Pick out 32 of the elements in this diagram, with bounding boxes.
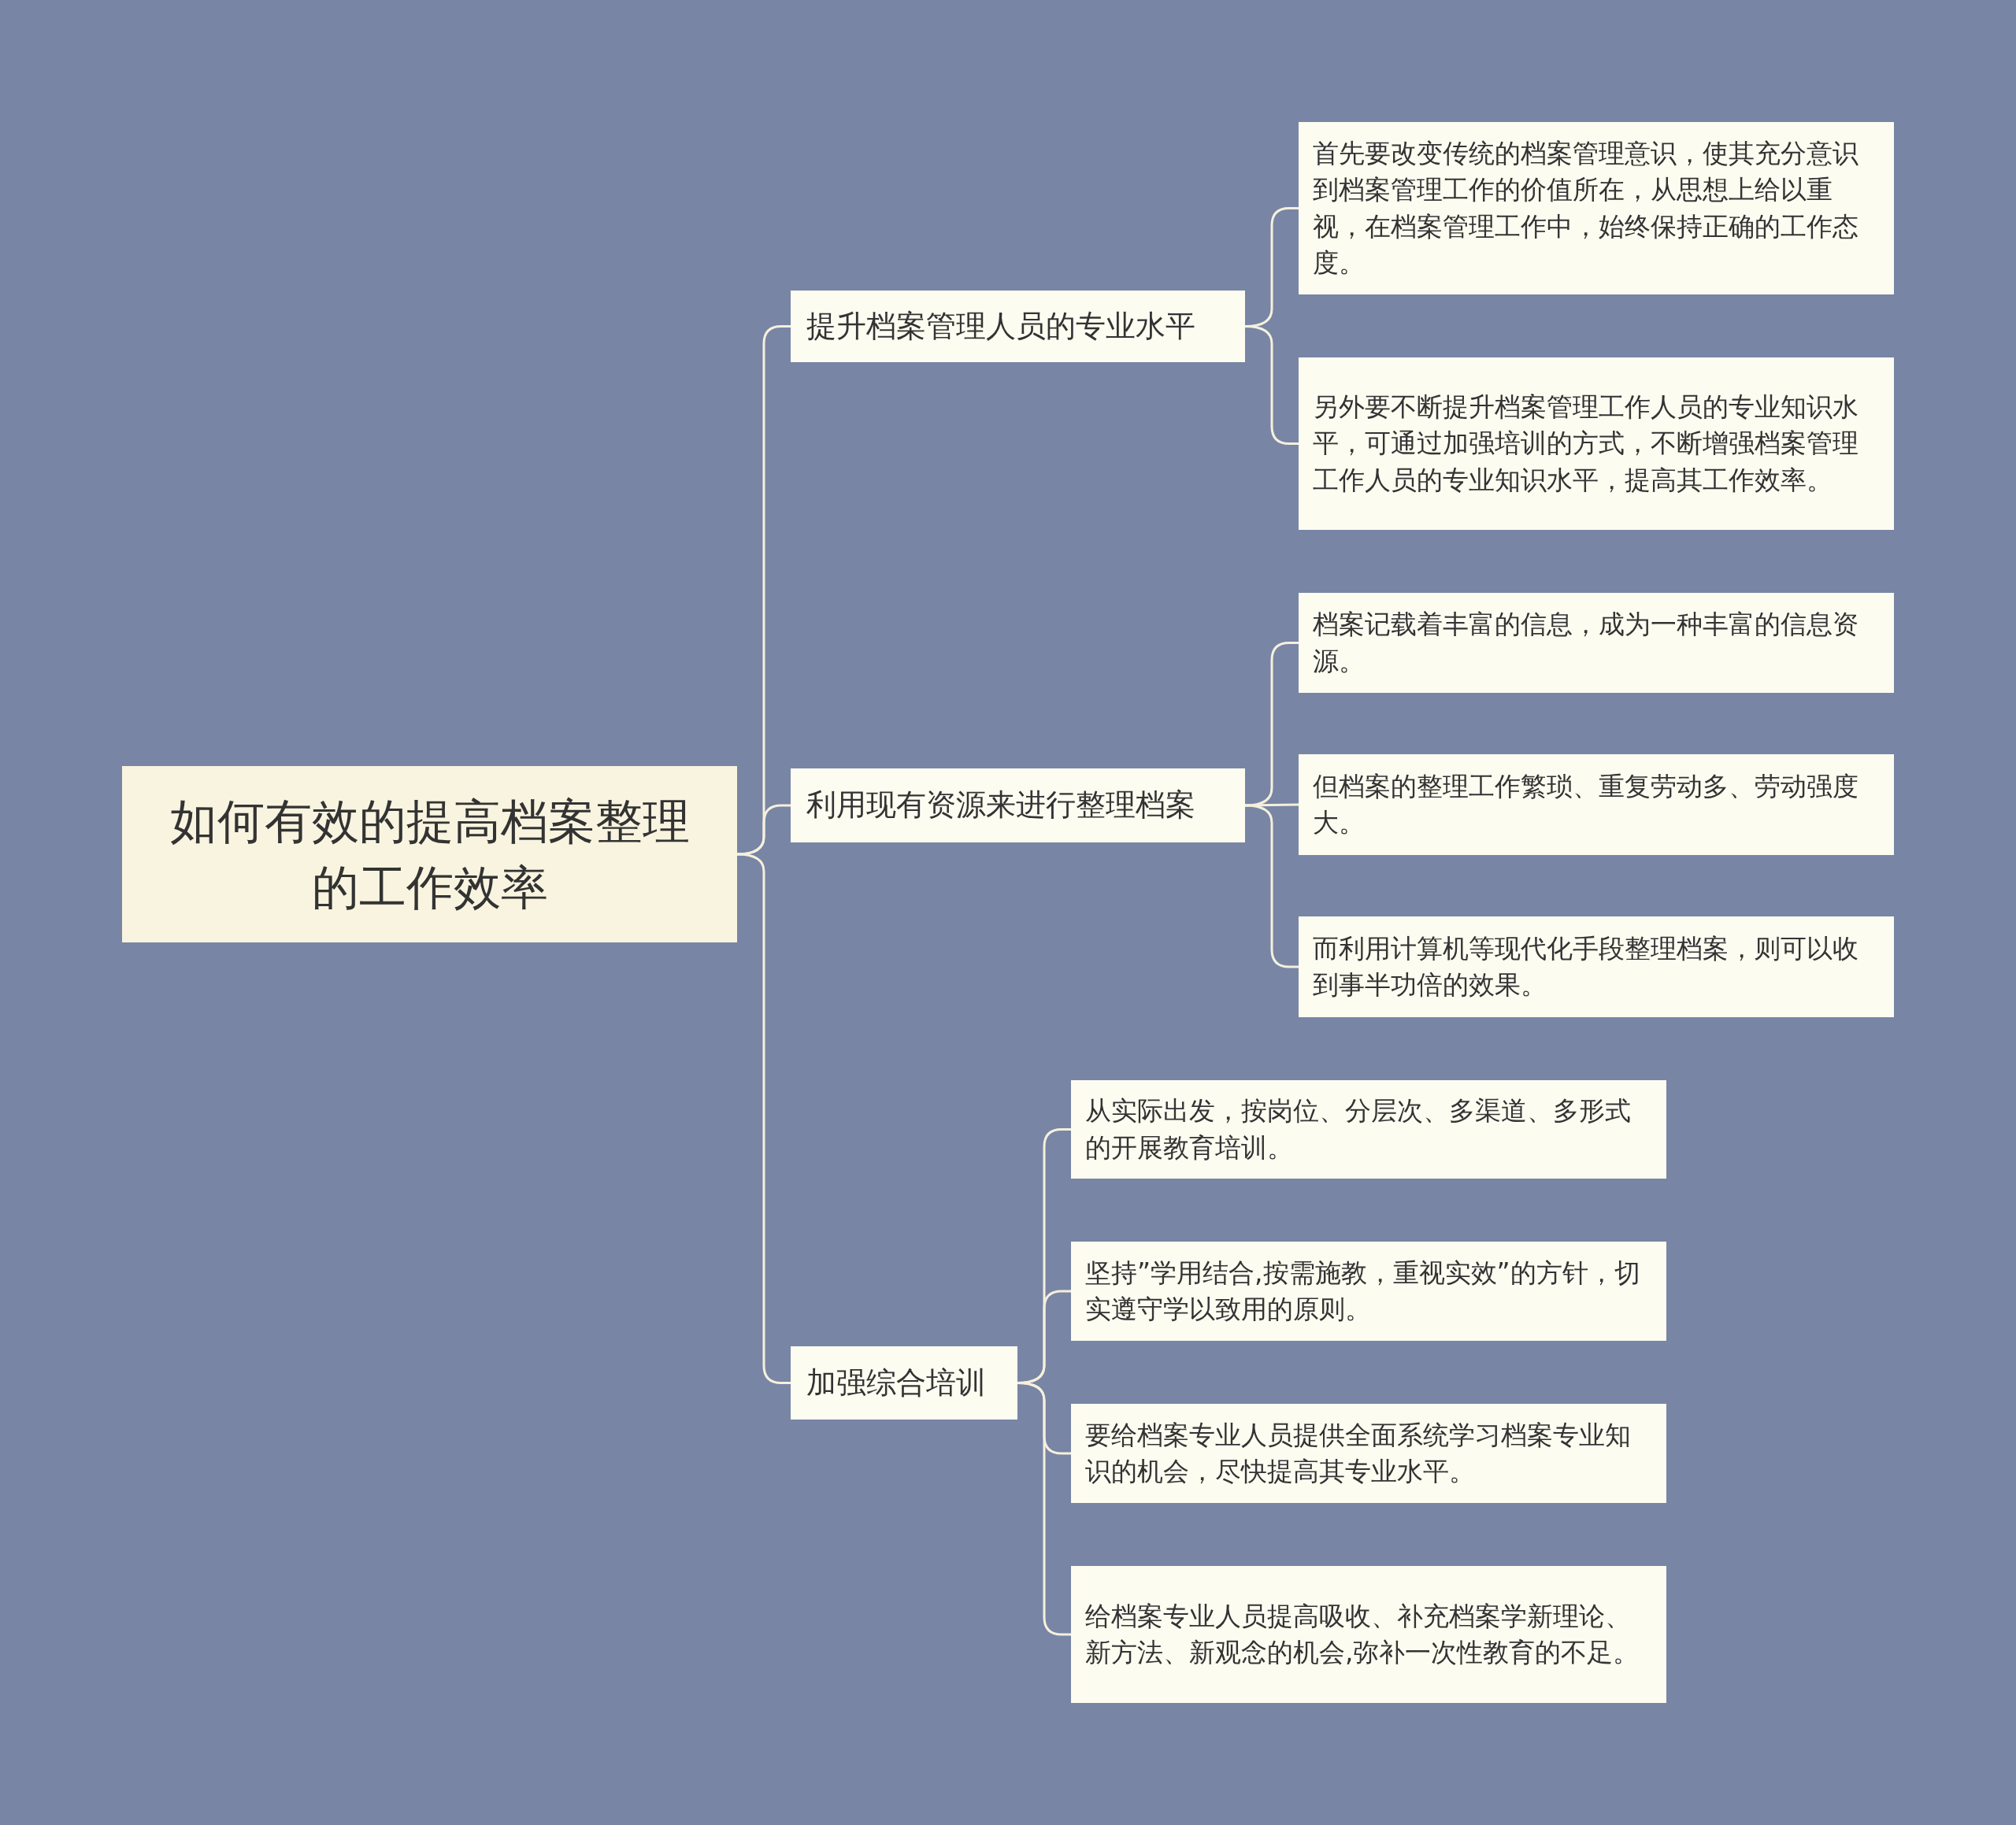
topic-text: 首先要改变传统的档案管理意识，使其充分意识到档案管理工作的价值所在，从思想上给以重视，在档案管理工作中，始终保持正确的工作态度。 <box>1313 137 1859 279</box>
leaf-topic-box <box>1071 1080 1666 1179</box>
topic-text: 档案记载着丰富的信息，成为一种丰富的信息资源。 <box>1313 608 1859 678</box>
leaf-topic-box <box>1299 593 1894 693</box>
topic-text: 但档案的整理工作繁琐、重复劳动多、劳动强度大。 <box>1313 769 1859 839</box>
branch-topic-box <box>791 291 1245 362</box>
topic-text: 给档案专业人员提高吸收、补充档案学新理论、新方法、新观念的机会,弥补一次性教育的不足。 <box>1085 1599 1640 1669</box>
topic-text: 而利用计算机等现代化手段整理档案，则可以收到事半功倍的效果。 <box>1313 931 1859 1001</box>
connector-line <box>736 804 791 856</box>
root-topic-box <box>122 766 737 942</box>
connector-line <box>1244 325 1299 445</box>
connector-line <box>1017 1382 1071 1636</box>
leaf-topic-box <box>1299 754 1894 855</box>
connector-line <box>1244 804 1299 968</box>
topic-text: 加强综合培训 <box>806 1364 986 1401</box>
topic-text: 坚持”学用结合,按需施教，重视实效”的方针，切实遵守学以致用的原则。 <box>1085 1256 1641 1326</box>
connector-line <box>736 853 791 1384</box>
leaf-topic-box <box>1071 1404 1666 1503</box>
leaf-topic-box <box>1299 122 1894 294</box>
branch-topic-box <box>791 1346 1017 1420</box>
leaf-topic-box <box>1071 1566 1666 1703</box>
leaf-topic-box <box>1071 1242 1666 1341</box>
topic-text: 另外要不断提升档案管理工作人员的专业知识水平，可通过加强培训的方式，不断增强档案管理工作人员的专业知识水平，提高其工作效率。 <box>1313 391 1859 497</box>
topic-text: 从实际出发，按岗位、分层次、多渠道、多形式的开展教育培训。 <box>1085 1094 1632 1164</box>
connector-line <box>1244 803 1299 807</box>
topic-text: 提升档案管理人员的专业水平 <box>806 307 1195 345</box>
topic-text: 要给档案专业人员提供全面系统学习档案专业知识的机会，尽快提高其专业水平。 <box>1085 1418 1632 1488</box>
branch-topic-box <box>791 768 1245 842</box>
leaf-topic-box <box>1299 357 1894 530</box>
topic-text: 如何有效的提高档案整理的工作效率 <box>169 793 691 916</box>
topic-text: 利用现有资源来进行整理档案 <box>806 787 1195 824</box>
leaf-topic-box <box>1299 916 1894 1017</box>
